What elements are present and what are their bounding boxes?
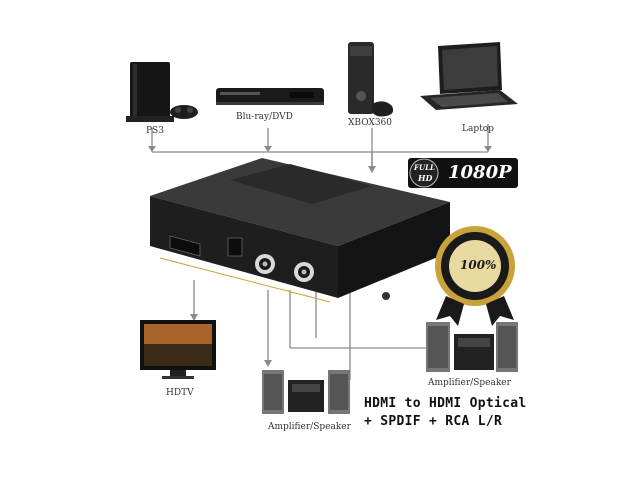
amplifier-right-icon	[426, 322, 518, 372]
ps3-console-icon	[126, 62, 198, 122]
label-bluray: Blu-ray/DVD	[236, 112, 293, 122]
seal-text: 100%	[460, 258, 497, 272]
label-ps3: PS3	[146, 126, 164, 136]
xbox360-console-icon	[348, 42, 394, 117]
caption-line1: HDMI to HDMI Optical	[364, 396, 527, 411]
label-amp-right: Amplifier/Speaker	[428, 378, 511, 388]
laptop-icon	[420, 42, 518, 110]
hdtv-icon	[140, 320, 216, 379]
caption-line2: + SPDIF + RCA L/R	[364, 414, 503, 429]
label-hdtv: HDTV	[166, 388, 194, 398]
amplifier-left-icon	[262, 370, 350, 414]
bluray-player-icon	[216, 88, 324, 105]
quality-seal-icon	[435, 226, 515, 326]
label-amp-left: Amplifier/Speaker	[268, 422, 351, 432]
converter-box-icon	[150, 158, 450, 303]
badge-resolution: 1080P	[448, 162, 512, 183]
badge-fullhd-line1: FULL	[414, 163, 435, 172]
label-xbox360: XBOX360	[348, 118, 392, 128]
badge-fullhd-line2: HD	[418, 173, 433, 183]
full-hd-badge-icon	[408, 158, 518, 188]
label-laptop: Laptop	[462, 124, 494, 134]
